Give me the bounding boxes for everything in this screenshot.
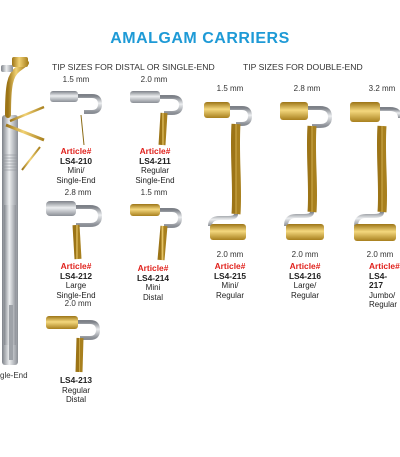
tip-size-label: 2.0 mm	[64, 299, 92, 308]
tip-size-label: 2.0 mm	[140, 75, 168, 84]
product-caption: Article# LS4-215 Mini/ Regular	[195, 261, 265, 300]
tip-image-ls4-217	[350, 102, 400, 241]
tip-image-ls4-212	[46, 201, 103, 260]
product-variant: Regular	[215, 290, 244, 300]
product-variant: Regular	[369, 300, 398, 310]
tip-size-label: 2.8 mm	[293, 84, 321, 93]
tip-image-ls4-215	[204, 102, 253, 240]
tip-size-label: 2.8 mm	[64, 188, 92, 197]
article-code: LS4-213	[59, 375, 93, 385]
tip-image-ls4-214	[130, 204, 183, 261]
product-variant: Single-End	[56, 175, 96, 185]
product-caption: Article# LS4-214 Mini Distal	[118, 263, 188, 302]
tip-size-label: 2.0 mm	[216, 250, 244, 259]
product-variant: Distal	[65, 395, 86, 405]
product-type: Mini	[145, 283, 161, 293]
product-variant: Regular	[290, 290, 319, 300]
tip-size-label: 3.2 mm	[368, 84, 396, 93]
article-code: LS4-217	[369, 270, 388, 291]
product-caption: Article# LS4-212 Large Single-End	[41, 261, 111, 300]
product-type: Large	[65, 281, 87, 291]
article-label: Article#	[60, 261, 92, 271]
product-type: Jumbo/	[369, 290, 396, 300]
article-code: LS4-215	[213, 270, 247, 281]
product-type: Mini/	[221, 281, 239, 291]
product-caption: Article# LS4-211 Regular Single-End	[120, 146, 190, 185]
article-label: Article#	[137, 263, 169, 273]
article-label: Article#	[369, 262, 400, 271]
product-caption: LS4-213 Regular Distal	[41, 375, 111, 405]
tip-image-ls4-216	[280, 102, 333, 240]
product-type: Regular	[61, 385, 90, 395]
article-code: LS4-216	[288, 270, 322, 281]
product-caption: Article# LS4-210 Mini/ Single-End	[41, 146, 111, 185]
product-caption: Article# LS4-217 Jumbo/ Regular	[348, 262, 400, 310]
heading-double-end: TIP SIZES FOR DOUBLE-END	[243, 62, 363, 72]
tip-image-ls4-210	[50, 91, 103, 146]
article-label: Article#	[289, 261, 321, 271]
tip-size-label: 1.5 mm	[62, 75, 90, 84]
product-caption: Article# LS4-216 Large/ Regular	[270, 261, 340, 300]
product-type: Regular	[140, 166, 169, 176]
article-label: Article#	[60, 146, 92, 156]
tip-size-label: 1.5 mm	[140, 188, 168, 197]
product-variant: Distal	[142, 292, 163, 302]
article-code: LS4-211	[139, 155, 171, 166]
tip-size-label: 2.0 mm	[366, 250, 394, 259]
product-type: Large/	[293, 281, 317, 291]
page-title: AMALGAM CARRIERS	[110, 30, 290, 47]
tip-image-ls4-213	[46, 316, 101, 373]
article-code: LS4-212	[59, 270, 93, 281]
article-code: LS4-214	[136, 272, 170, 283]
instrument-label: gle-End	[0, 371, 28, 380]
tip-image-ls4-211	[130, 91, 184, 146]
heading-single-end: TIP SIZES FOR DISTAL OR SINGLE-END	[52, 62, 215, 72]
tip-size-label: 2.0 mm	[291, 250, 319, 259]
product-type: Mini/	[67, 166, 85, 176]
article-code: LS4-210	[59, 155, 93, 166]
product-variant: Single-End	[56, 290, 96, 300]
full-instrument-image	[1, 57, 45, 365]
tip-size-label: 1.5 mm	[216, 84, 244, 93]
product-variant: Single-End	[135, 175, 175, 185]
article-label: Article#	[139, 146, 171, 156]
article-label: Article#	[214, 261, 246, 271]
